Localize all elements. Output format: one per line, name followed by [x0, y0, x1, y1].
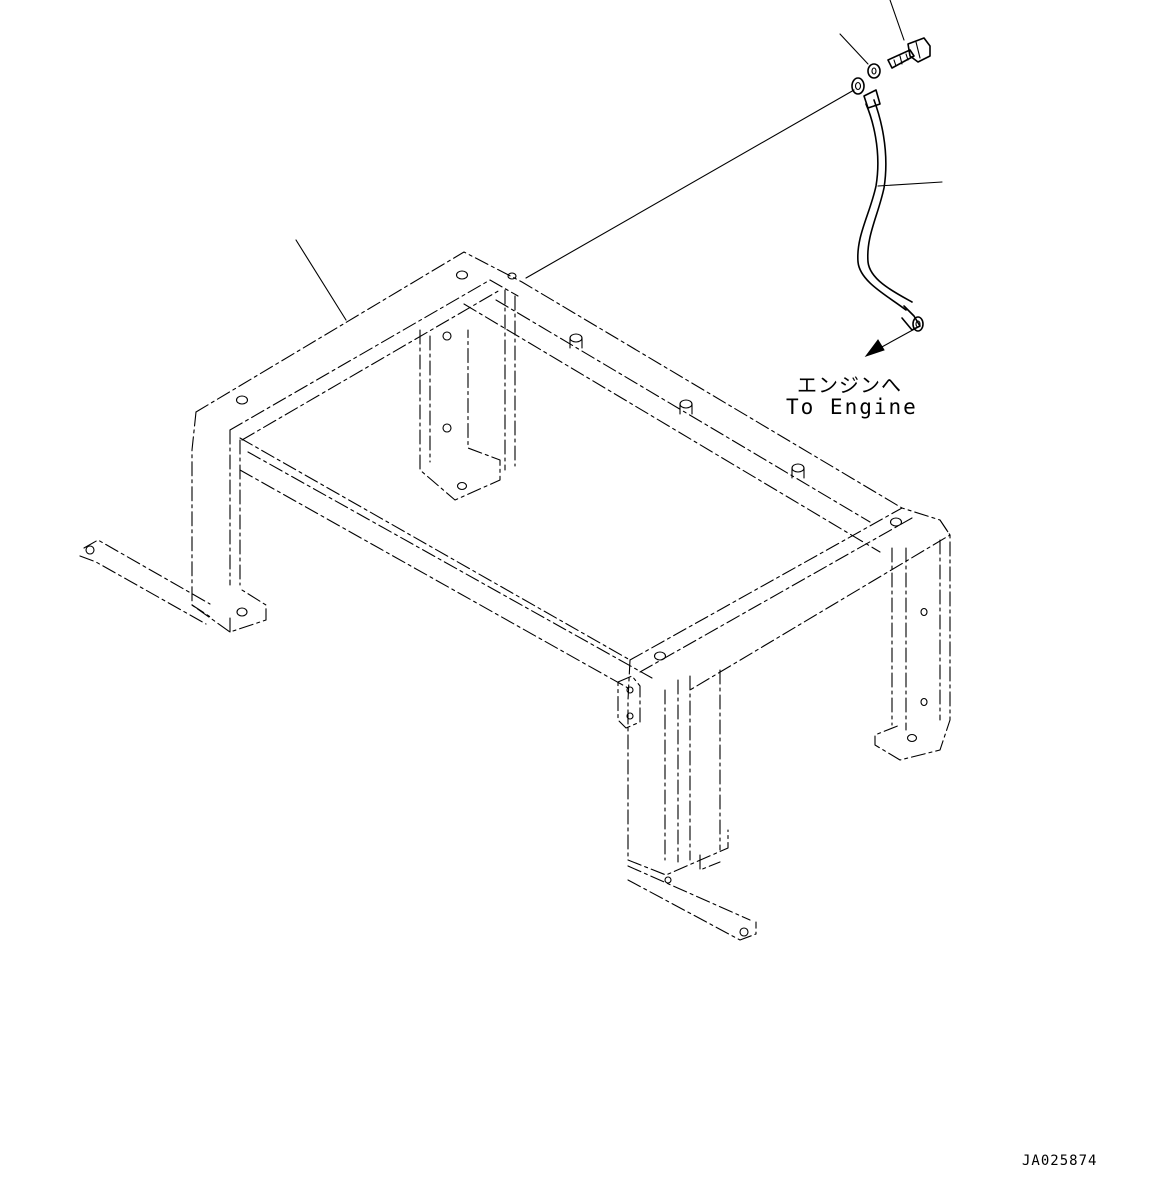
- destination-label-en: To Engine: [786, 395, 918, 419]
- washer: [867, 63, 881, 79]
- destination-label-jp: エンジンへ: [797, 373, 902, 397]
- frame-holes: [85, 270, 928, 937]
- leader-lines: [295, 0, 943, 321]
- arrow-down-left-icon: [864, 325, 921, 357]
- drawing-code: JA025874: [1022, 1153, 1098, 1169]
- frame-phantom: [79, 251, 951, 941]
- ground-cable: [851, 77, 924, 332]
- bolt: [887, 37, 931, 69]
